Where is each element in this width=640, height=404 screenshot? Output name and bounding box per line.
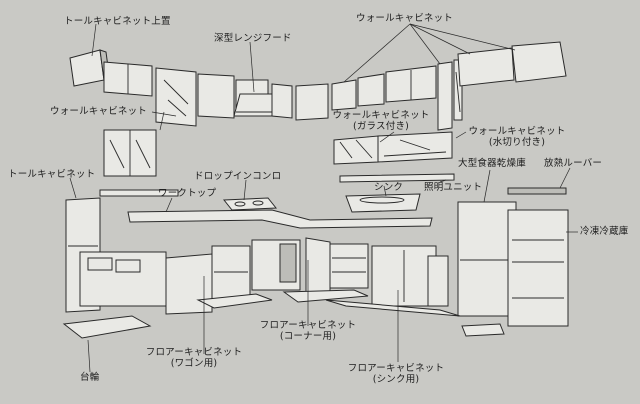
wall-cabinet-row-right: [331, 41, 567, 131]
worktop-unit: [127, 209, 433, 229]
label-drop-in-stove: ドロップインコンロ: [194, 171, 282, 182]
label-tall-cabinet: トールキャビネット: [8, 169, 96, 180]
label-floor-cabinet-sink-line1: フロアーキャビネット: [347, 363, 445, 374]
label-wall-cabinet-glass-line2: (ガラス付き): [352, 121, 410, 132]
label-sink: シンク: [374, 182, 404, 193]
floor-cabinet-corner: [251, 237, 369, 297]
wall-cabinet-glass-left: [103, 129, 157, 177]
label-floor-cabinet-wagon-line1: フロアーキャビネット: [145, 347, 243, 358]
heat-louver-unit: [507, 187, 567, 195]
label-heat-louver: 放熱ルーバー: [544, 158, 603, 169]
label-worktop: ワークトップ: [158, 188, 217, 199]
label-wall-cabinet-drain-line1: ウォールキャビネット: [468, 126, 566, 137]
label-lighting-unit: 照明ユニット: [424, 182, 483, 193]
label-wall-cabinet-glass: ウォールキャビネット (ガラス付き): [326, 110, 436, 132]
label-floor-cabinet-sink: フロアーキャビネット (シンク用): [340, 363, 452, 385]
label-refrigerator: 冷凍冷蔵庫: [580, 226, 629, 237]
range-hood-unit: [233, 93, 279, 117]
label-wall-cabinet-left: ウォールキャビネット: [50, 106, 148, 117]
label-wall-cabinet-top: ウォールキャビネット: [356, 13, 454, 24]
sink-unit: [345, 193, 421, 213]
leader-lines: [69, 23, 578, 373]
label-floor-cabinet-wagon: フロアーキャビネット (ワゴン用): [138, 347, 250, 369]
label-tall-cabinet-top: トールキャビネット上置: [64, 16, 171, 27]
floor-cabinet-wagon: [79, 245, 251, 315]
label-floor-cabinet-corner-line1: フロアーキャビネット: [259, 320, 357, 331]
label-floor-cabinet-corner: フロアーキャビネット (コーナー用): [252, 320, 364, 342]
floor-cabinet-sink: [371, 245, 449, 307]
label-floor-cabinet-sink-line2: (シンク用): [372, 374, 420, 385]
drop-in-stove-unit: [222, 197, 278, 211]
label-dish-dryer: 大型食器乾燥庫: [458, 158, 526, 169]
wall-cabinet-drain: [377, 131, 453, 163]
wall-cabinet-row-left: [103, 61, 269, 127]
label-floor-cabinet-wagon-line2: (ワゴン用): [170, 358, 218, 369]
wall-cabinet-corner: [271, 83, 329, 121]
label-wall-cabinet-drain: ウォールキャビネット (水切り付き): [462, 126, 572, 148]
label-base: 台輪: [80, 372, 100, 383]
lighting-unit-bar: [339, 173, 455, 183]
dish-dryer-unit: [457, 201, 517, 317]
tall-cabinet-top-strip: [99, 189, 179, 197]
refrigerator-unit: [507, 209, 569, 327]
label-wall-cabinet-drain-line2: (水切り付き): [488, 137, 546, 148]
label-deep-range-hood: 深型レンジフード: [214, 33, 292, 44]
label-wall-cabinet-glass-line1: ウォールキャビネット: [332, 110, 430, 121]
wall-cabinet-glass: [333, 135, 379, 165]
base-plinths: [62, 289, 505, 339]
label-floor-cabinet-corner-line2: (コーナー用): [279, 331, 337, 342]
